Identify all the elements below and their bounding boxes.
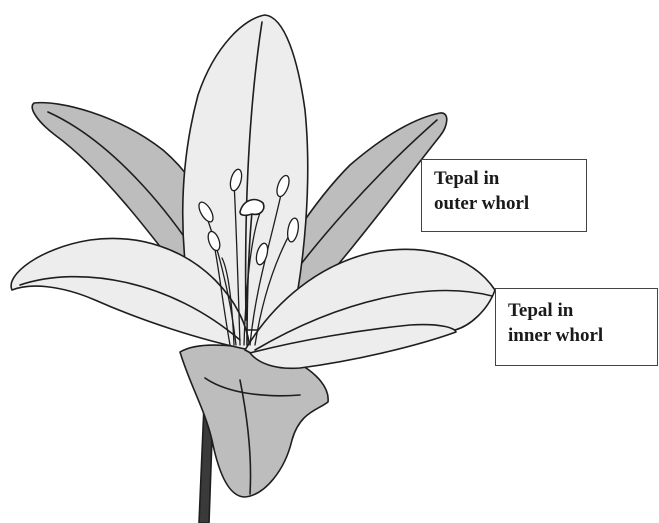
outer-whorl-label-line1: Tepal in: [434, 166, 576, 191]
inner-whorl-label-line2: inner whorl: [508, 323, 647, 348]
inner-whorl-label: Tepal in inner whorl: [495, 288, 658, 366]
outer-whorl-label-line2: outer whorl: [434, 191, 576, 216]
inner-whorl-label-line1: Tepal in: [508, 298, 647, 323]
outer-whorl-label: Tepal in outer whorl: [421, 159, 587, 232]
